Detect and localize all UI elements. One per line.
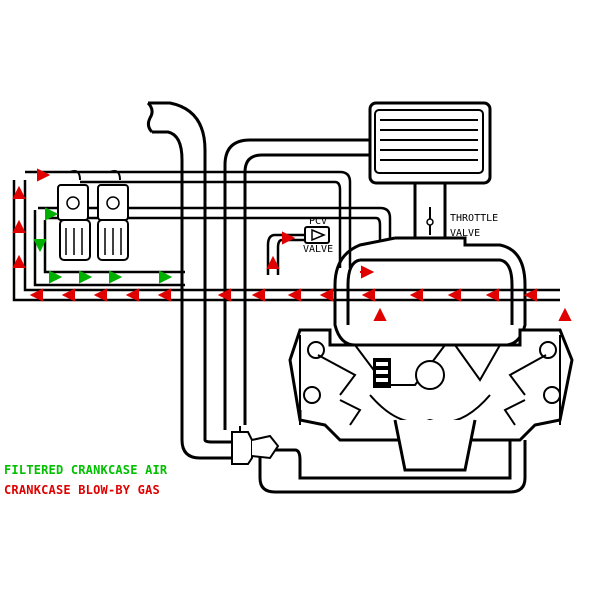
filtered-air-flow-arrows <box>33 207 173 284</box>
pcv-valve-label: PCV <box>309 216 327 227</box>
catch-can-right <box>97 170 129 261</box>
pcv-label-line2: VALVE <box>303 244 334 255</box>
throttle-label-line1: THROTTLE <box>450 213 499 224</box>
throttle-valve-label: THROTTLE VALVE <box>450 213 498 239</box>
throttle-valve-icon <box>426 207 434 235</box>
intake-snorkel <box>146 101 232 460</box>
pcv-valve-label-2: VALVE <box>303 244 333 255</box>
engine-block <box>288 328 574 472</box>
throttle-label-line2: VALVE <box>450 228 481 239</box>
air-cleaner-box <box>368 101 492 185</box>
blowby-flow-arrows <box>12 168 572 321</box>
pcv-label-line1: PCV <box>309 216 328 227</box>
lower-return-line <box>258 410 527 494</box>
pcv-valve-icon <box>266 226 330 275</box>
check-valve-icon <box>231 426 280 465</box>
intake-tube <box>413 183 447 238</box>
legend-filtered-air: FILTERED CRANKCASE AIR <box>4 463 168 477</box>
catch-can-left <box>57 170 91 261</box>
legend-blowby-gas: CRANKCASE BLOW-BY GAS <box>4 483 160 497</box>
intake-manifold <box>333 236 527 347</box>
